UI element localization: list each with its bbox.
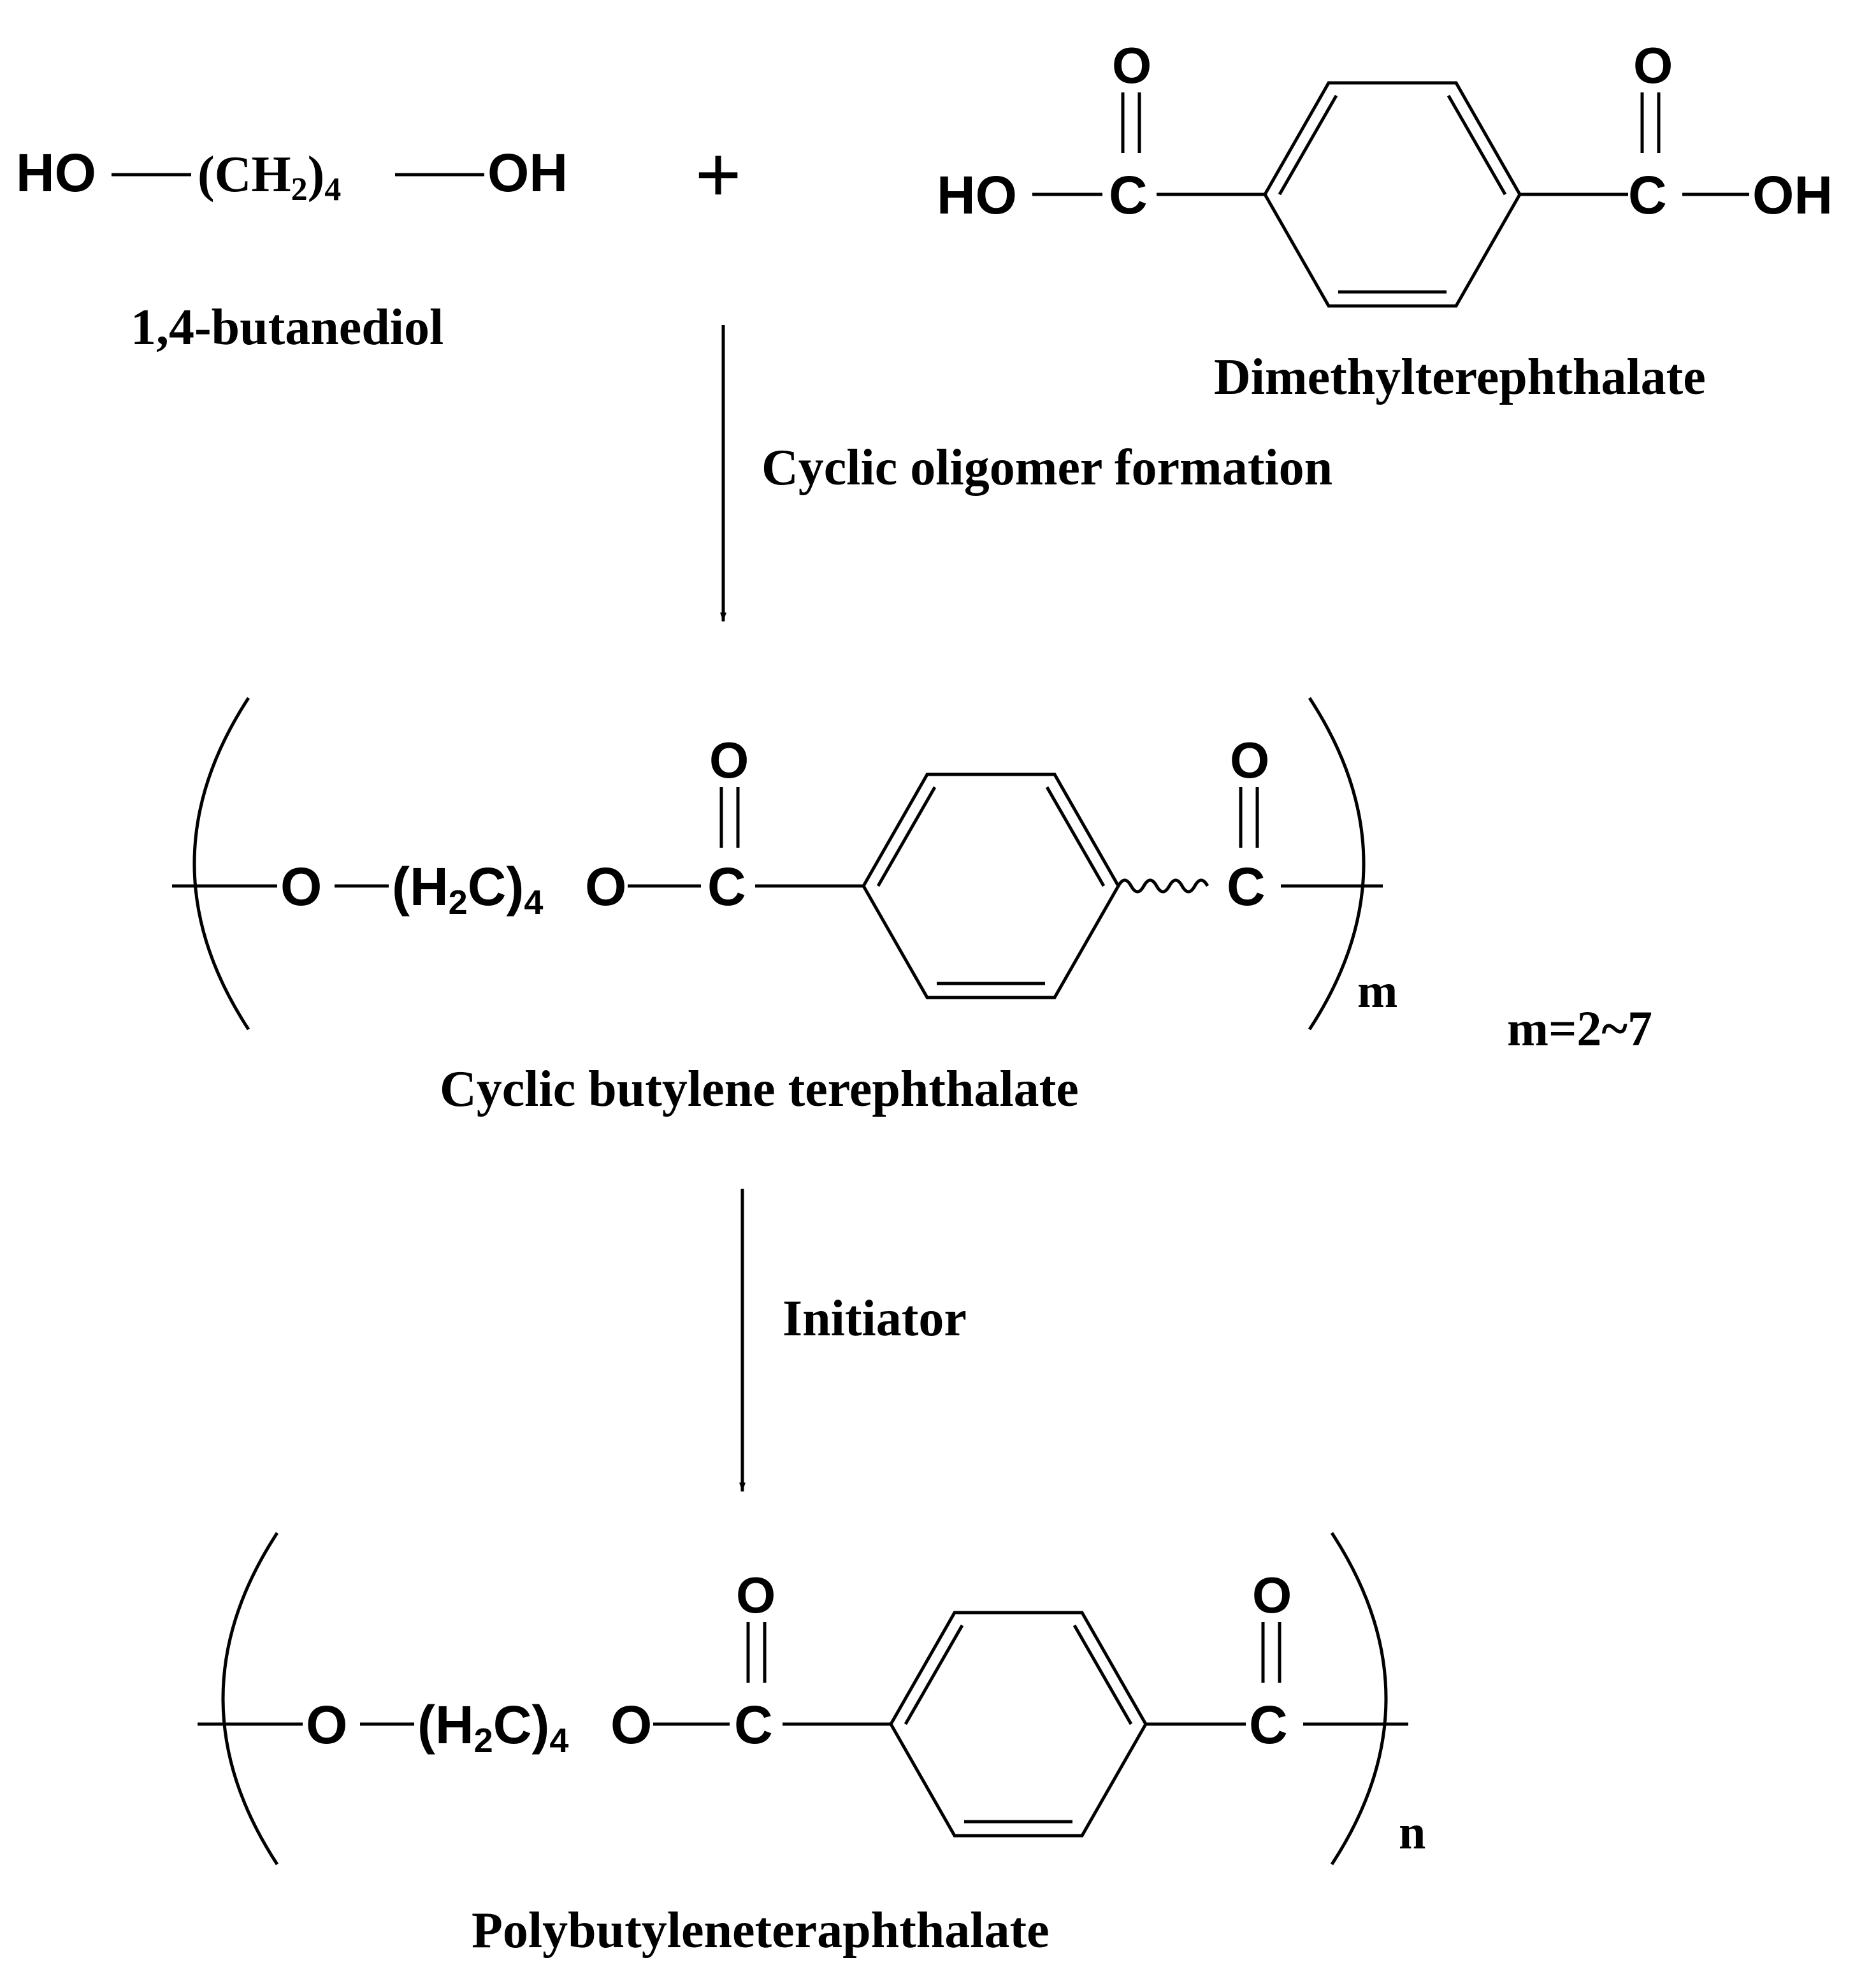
butanediol-ch-label: (CH: [198, 147, 291, 203]
cbt-m-condition: m=2~7: [1507, 1001, 1652, 1056]
terephthalic-structure: HO C O C O OH Dimethylterephthalate: [937, 37, 1833, 405]
right-bracket: [1330, 1532, 1388, 1866]
pbt-h-subscript: 2: [474, 1722, 493, 1760]
cbt-repeat-m: m: [1357, 964, 1397, 1018]
cbt-structure: O (H2C)4 O C O C O m m=2~7 Cyclic butyle…: [172, 697, 1652, 1117]
benzene-ring: [1263, 81, 1522, 308]
pbt-c-left: C: [734, 1695, 773, 1755]
terephthalic-ho-label: HO: [937, 165, 1017, 225]
terephthalic-c-left: C: [1109, 165, 1148, 225]
pbt-c-right: C: [1249, 1695, 1288, 1755]
pbt-name: Polybutyleneteraphthalate: [472, 1903, 1050, 1959]
pbt-repeat-n: n: [1399, 1806, 1425, 1859]
butanediol-close-paren: ): [308, 147, 325, 203]
cbt-o-carbonyl-right: O: [1230, 732, 1269, 788]
pbt-o2-label: O: [610, 1695, 652, 1755]
step1-label: Cyclic oligomer formation: [761, 440, 1332, 496]
cbt-c-left: C: [707, 857, 746, 917]
cbt-o2-label: O: [585, 857, 626, 917]
cbt-h-label: (H: [392, 857, 449, 917]
pbt-n-subscript: 4: [549, 1722, 568, 1760]
butanediol-ho-label: HO: [16, 143, 96, 203]
cbt-c-label: C): [468, 857, 524, 917]
svg-text:(H2C)4: (H2C)4: [392, 857, 543, 922]
cbt-c-right: C: [1227, 857, 1266, 917]
right-bracket: [1308, 697, 1366, 1031]
pbt-c-label: C): [493, 1695, 550, 1755]
terephthalic-o-right: O: [1633, 37, 1673, 94]
pbt-o-carbonyl-left: O: [736, 1567, 776, 1623]
benzene-ring: [862, 773, 1120, 999]
cbt-o-carbonyl-left: O: [709, 732, 749, 788]
pbt-o-carbonyl-right: O: [1252, 1567, 1292, 1623]
butanediol-n-subscript: 4: [324, 171, 341, 208]
terephthalic-o-left: O: [1112, 37, 1151, 94]
butanediol-oh-label: OH: [487, 143, 568, 203]
wavy-bond: [1116, 878, 1209, 894]
step2-label: Initiator: [783, 1291, 967, 1347]
butanediol-name: 1,4-butanediol: [131, 300, 444, 356]
terephthalic-oh-label: OH: [1752, 165, 1833, 225]
svg-text:(CH2)4: (CH2)4: [198, 147, 341, 208]
left-bracket: [221, 1532, 279, 1866]
plus-sign: +: [695, 129, 742, 221]
cbt-name: Cyclic butylene terephthalate: [440, 1061, 1079, 1117]
svg-text:(H2C)4: (H2C)4: [417, 1695, 568, 1760]
terephthalic-name: Dimethylterephthalate: [1214, 349, 1706, 405]
pbt-structure: O (H2C)4 O C O C O n Polybutyleneterapht…: [198, 1532, 1425, 1959]
butanediol-structure: HO (CH2)4 OH 1,4-butanediol: [16, 143, 568, 356]
terephthalic-c-right: C: [1628, 165, 1667, 225]
cbt-o-label: O: [280, 857, 322, 917]
pbt-o-label: O: [306, 1695, 347, 1755]
benzene-ring: [889, 1611, 1148, 1838]
butanediol-h-subscript: 2: [291, 171, 308, 208]
left-bracket: [192, 697, 250, 1031]
cbt-h-subscript: 2: [449, 883, 468, 922]
cbt-n-subscript: 4: [524, 883, 543, 922]
pbt-h-label: (H: [417, 1695, 474, 1755]
